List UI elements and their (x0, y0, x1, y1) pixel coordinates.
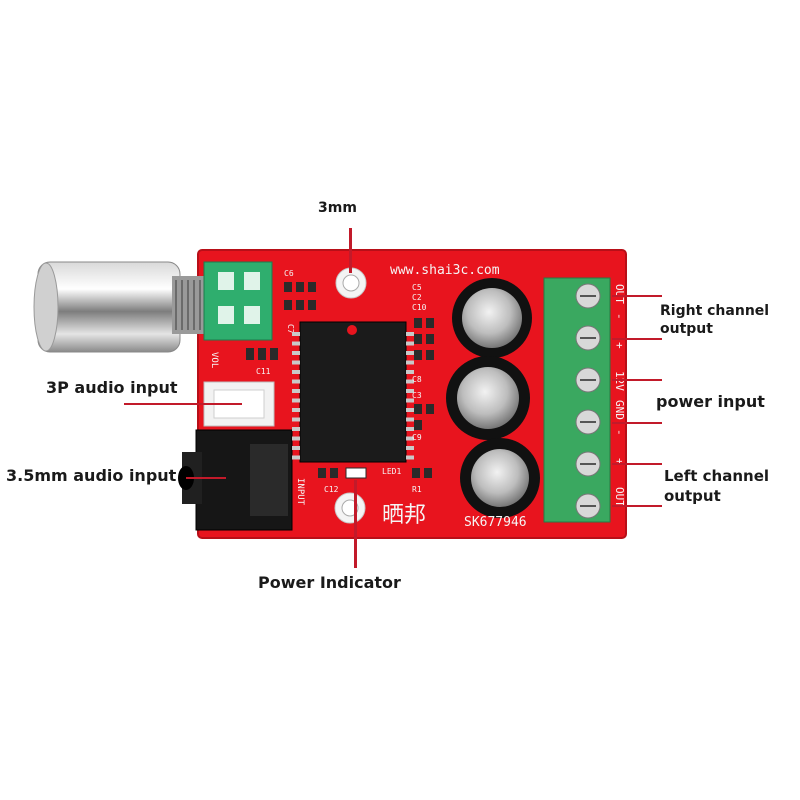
chip-pin (292, 436, 300, 441)
chip-pin (406, 379, 414, 384)
smd-caps-c6-c7 (284, 282, 316, 310)
silk-c11: C11 (256, 367, 271, 376)
mount-hole-bottom (334, 492, 366, 524)
silk-c9: C9 (412, 433, 422, 442)
silk-c6: C6 (284, 269, 294, 278)
capacitor-2 (446, 356, 530, 440)
chip-pin (406, 427, 414, 431)
chip-pin (292, 360, 300, 365)
leader-right-channel-1 (612, 295, 662, 297)
silk-c7: C7 (286, 324, 295, 334)
smd-led-r1 (318, 467, 432, 479)
capacitor-1 (452, 278, 532, 358)
chip-pin (406, 332, 414, 336)
potentiometer (203, 261, 273, 341)
silk-website: www.shai3c.com (390, 263, 500, 278)
chip-pin (406, 446, 414, 450)
silk-c12: C12 (324, 485, 339, 494)
terminal-pin-label: 12V (613, 371, 626, 391)
silk-c2: C2 (412, 293, 422, 302)
chip-pin (292, 398, 300, 403)
silk-c5: C5 (412, 283, 422, 292)
label-power-input: power input (656, 392, 765, 411)
chip-pin (292, 351, 300, 355)
volume-knob (33, 261, 208, 353)
leader-right-channel-2 (612, 338, 662, 340)
label-power-indicator: Power Indicator (258, 573, 401, 592)
terminal-pin-label: - (613, 429, 626, 436)
chip-pin (406, 341, 414, 346)
chip-pin (292, 446, 300, 450)
leader-3mm (349, 228, 352, 273)
chip-pin (292, 455, 300, 460)
chip-pin (292, 341, 300, 346)
chip-pin (406, 417, 414, 422)
chip-pin (406, 408, 414, 412)
chip-pin (292, 379, 300, 384)
label-3mm: 3mm (318, 200, 357, 216)
terminal-pin-label: - (613, 313, 626, 320)
leader-left-channel-1 (612, 463, 662, 465)
smd-caps-c11 (246, 348, 278, 360)
leader-power-input-2 (612, 422, 662, 424)
terminal-pin-label: + (613, 342, 626, 349)
chip-pin (292, 408, 300, 412)
silk-model: SK677946 (464, 515, 527, 530)
silk-led1: LED1 (382, 467, 401, 476)
chip-pin (292, 427, 300, 431)
silk-brand: 晒邦 (382, 503, 426, 528)
terminal-block (543, 277, 611, 523)
chip-pin (292, 332, 300, 336)
silk-input: INPUT (295, 478, 305, 506)
smd-caps-middle (414, 318, 434, 430)
terminal-pin-label: OUT (613, 284, 626, 304)
silk-c8: C8 (412, 375, 422, 384)
label-35mm-audio-input: 3.5mm audio input (6, 466, 177, 485)
silk-vol: VOL (209, 352, 219, 368)
label-3p-audio-input: 3P audio input (46, 378, 178, 397)
amplifier-chip (292, 321, 414, 463)
chip-pin (406, 389, 414, 393)
leader-35mm-audio (186, 477, 226, 479)
capacitor-3 (460, 438, 540, 518)
chip-pin (406, 360, 414, 365)
chip-pin (406, 398, 414, 403)
label-right-channel-output: Right channel output (660, 303, 770, 337)
chip-pin (406, 351, 414, 355)
chip-pin (406, 455, 414, 460)
jack-35mm (178, 429, 293, 531)
chip-pin (292, 370, 300, 374)
silk-r1: R1 (412, 485, 422, 494)
label-left-channel-output: Left channel output (664, 467, 770, 505)
chip-pin (292, 389, 300, 393)
terminal-pin-label: GND (613, 400, 626, 420)
leader-power-input-1 (612, 379, 662, 381)
silk-c3: C3 (412, 391, 422, 400)
silk-c10: C10 (412, 303, 427, 312)
chip-pin (292, 417, 300, 422)
chip-pin (406, 436, 414, 441)
terminal-pin-label: OUT (613, 487, 626, 507)
leader-3p-audio (124, 403, 242, 405)
chip-pin (406, 370, 414, 374)
leader-left-channel-2 (612, 505, 662, 507)
terminal-pin-label: + (613, 458, 626, 465)
leader-power-indicator (354, 480, 357, 568)
